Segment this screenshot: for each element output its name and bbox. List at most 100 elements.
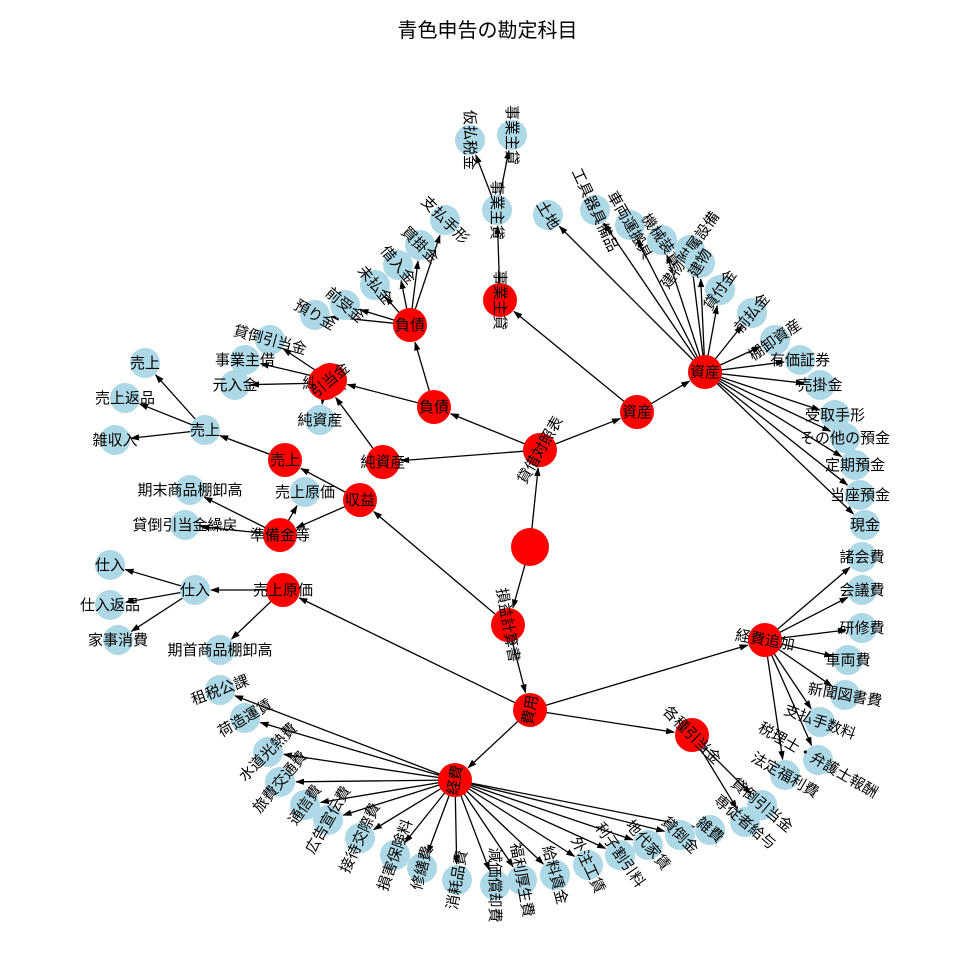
node-circle — [705, 275, 735, 305]
node-circle — [675, 718, 709, 752]
edge-keihi-k_chidai — [454, 779, 634, 841]
node-circle — [110, 383, 140, 413]
edge-keihi-k_kyuryo — [454, 779, 545, 865]
node-circle — [580, 195, 610, 225]
node-sh_genka: 売上原価 — [275, 477, 335, 507]
node-circle — [438, 763, 472, 797]
node-circle — [230, 703, 260, 733]
node-circle — [220, 370, 250, 400]
node-circle — [523, 433, 557, 467]
node-label: 事業主貸 — [503, 105, 521, 165]
node-s_yuka: 有価証券 — [770, 345, 830, 375]
node-circle — [263, 518, 297, 552]
node-circle — [647, 225, 677, 255]
node-n_junshisan: 純資産 — [297, 405, 343, 435]
node-g_shiire: 仕入 — [180, 575, 210, 605]
node-circle — [840, 450, 870, 480]
node-e_kenshu: 研修費 — [839, 613, 885, 643]
node-circle — [482, 195, 512, 225]
node-label: 仕入 — [95, 556, 125, 574]
node-hiyou: 費用 — [513, 693, 547, 727]
node-circle — [417, 390, 451, 424]
node-label: 現金 — [850, 516, 880, 534]
node-circle — [103, 625, 133, 655]
node-label: 車両費 — [825, 651, 870, 669]
edge-keihi-k_zappi — [454, 779, 696, 829]
node-hiki: 引当金 — [307, 359, 353, 402]
node-circle — [430, 205, 460, 235]
node-label: 当座預金 — [830, 486, 890, 504]
node-j_kashi: 事業主貸 — [497, 105, 527, 165]
node-circle — [255, 325, 285, 355]
node-circle — [455, 125, 485, 155]
node-shueki: 収益 — [343, 483, 377, 517]
node-circle — [305, 405, 335, 435]
node-g_kishu: 期首商品棚卸高 — [167, 635, 273, 665]
edge-keihi-k_tsushin — [319, 779, 456, 805]
node-circle — [785, 345, 815, 375]
node-circle — [130, 348, 160, 378]
node-circle — [360, 270, 390, 300]
node-label: 純資産 — [297, 411, 342, 429]
node-circle — [290, 790, 320, 820]
node-label: 雑収入 — [92, 431, 137, 449]
node-junshisan: 純資産 — [360, 445, 406, 479]
node-circle — [573, 850, 603, 880]
node-e_kaigi: 会議費 — [839, 575, 885, 605]
node-circle — [497, 120, 527, 150]
node-label: 事業主借 — [215, 351, 275, 369]
node-label: 負債 — [419, 398, 449, 416]
node-circle — [180, 575, 210, 605]
node-label: 減価償却費 — [486, 847, 504, 922]
node-circle — [615, 210, 645, 240]
node-g_shiire2: 仕入 — [95, 550, 125, 580]
node-k_sozei: 租税公課 — [189, 671, 252, 708]
node-uriage: 売上 — [268, 443, 302, 477]
node-sh_kimatsu: 期末商品棚卸高 — [137, 475, 243, 505]
node-label: 仕入返品 — [80, 596, 140, 614]
node-shisan2: 資産 — [688, 355, 722, 389]
node-circle — [533, 200, 563, 230]
edge-keihi-k_kashidaore — [454, 779, 666, 833]
node-circle — [268, 443, 302, 477]
node-kakushu: 各種引当金 — [659, 702, 725, 768]
node-s_urikake: 売掛金 — [797, 370, 843, 400]
edge-pl-shueki — [373, 511, 509, 626]
node-circle — [313, 363, 347, 397]
node-label: 費用 — [519, 694, 542, 727]
node-bs: 貸借対照表 — [513, 413, 566, 487]
node-label: 元入金 — [212, 376, 257, 394]
node-circle — [540, 860, 570, 890]
node-circle — [847, 575, 877, 605]
edge-keihi-k_ryohi — [295, 778, 456, 785]
node-e_sharyo: 車両費 — [825, 645, 871, 675]
node-circle — [95, 550, 125, 580]
node-g_henpin: 仕入返品 — [80, 590, 140, 620]
node-label: 純資産 — [360, 453, 405, 471]
node-circle — [442, 865, 472, 895]
node-circle — [633, 830, 663, 860]
node-n_jigyonushi: 事業主借 — [215, 345, 275, 375]
node-circle — [290, 477, 320, 507]
node-e_shokaihi: 諸会費 — [839, 542, 885, 572]
node-label: 受取手形 — [805, 406, 865, 424]
node-label: 準備金等 — [250, 526, 310, 544]
node-circle — [366, 445, 400, 479]
node-juncnk: 準備金等 — [250, 518, 310, 552]
node-circle — [313, 805, 343, 835]
node-fusai2: 負債 — [393, 308, 427, 342]
edge-keihi-k_nizukuri — [259, 721, 456, 781]
node-s_genkin: 現金 — [850, 510, 880, 540]
node-circle — [833, 645, 863, 675]
node-label: 売上原価 — [253, 581, 313, 599]
node-label: 会議費 — [839, 581, 884, 599]
edge-keihi-k_suido — [282, 752, 456, 781]
edge-tsuika-e_shokaihi — [764, 566, 851, 641]
node-label: 収益 — [345, 491, 375, 509]
edge-shisan2-s_kikai — [666, 254, 706, 373]
node-label: 事業主貸 — [491, 270, 509, 330]
node-circle — [170, 510, 200, 540]
node-circle — [330, 290, 360, 320]
node-jkn: 事業主貸 — [483, 270, 517, 330]
chart-title: 青色申告の勘定科目 — [397, 18, 578, 42]
